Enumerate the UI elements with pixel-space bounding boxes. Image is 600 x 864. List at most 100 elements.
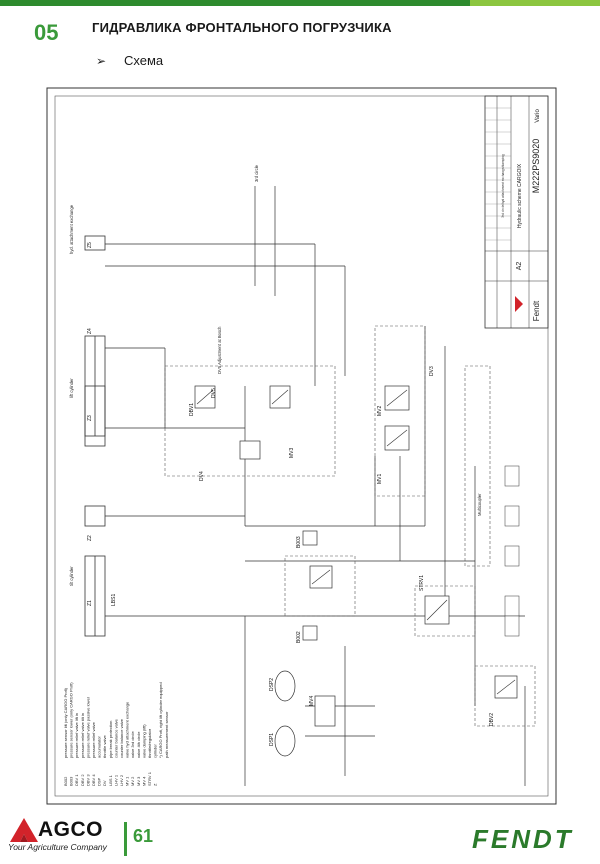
legend-desc: cylinder — [153, 744, 158, 758]
drawing-subtitle: 3rd circle/hyd attachment exchange/dampi… — [501, 154, 505, 218]
label-tilt-cylinder: tilt cylinder — [69, 566, 74, 586]
drawing-title: Hydraulic scheme CARGOIX — [517, 163, 523, 228]
label-mv4: MV4 — [309, 696, 315, 707]
dbv2-box — [474, 665, 536, 727]
legend-code: LBS 1 — [108, 774, 113, 786]
legend-code: MV 4 — [141, 776, 146, 786]
hydraulic-schematic: M222PS9020 Hydraulic scheme CARGOIX 3rd … — [46, 87, 557, 805]
label-lift-cylinder: lift cylinder — [69, 378, 74, 398]
legend-code: DBV 1 — [74, 774, 79, 786]
legend-code: Z — [153, 783, 158, 786]
legend-desc: pressure sensor lift (only CARGO Profi) — [63, 687, 68, 758]
legend-code: STRV 1 — [147, 771, 152, 786]
legend-desc: counter balance valve — [119, 718, 124, 758]
legend-code: DBV 3 — [85, 774, 90, 786]
footer-divider — [124, 822, 127, 856]
label-dbv2: DBV2 — [489, 713, 495, 726]
legend-code: DV — [102, 780, 107, 786]
sheet-size: A2 — [516, 262, 523, 271]
title-block: M222PS9020 Hydraulic scheme CARGOIX 3rd … — [484, 95, 549, 329]
legend-desc: pressure sensor lower (only CARGO Profi) — [69, 682, 74, 758]
legend: B002 pressure sensor lift (only CARGO Pro… — [63, 682, 169, 786]
section-number: 05 — [34, 20, 59, 45]
cylinders — [84, 235, 106, 637]
label-strv1: STRV1 — [419, 575, 425, 591]
accumulator-dsp1 — [274, 725, 296, 757]
accumulator-dsp2 — [274, 670, 296, 702]
fendt-logo: FENDT — [472, 824, 574, 854]
outer-frame — [46, 87, 557, 805]
sensors — [302, 530, 318, 641]
legend-desc: accumulator — [97, 736, 102, 758]
sensor-b003 — [302, 530, 318, 546]
label-b002: B002 — [296, 631, 302, 643]
legend-desc: path measurement sensor — [164, 711, 169, 758]
multicoupler-box — [464, 365, 491, 567]
legend-desc: valve 4th circle — [136, 731, 141, 758]
legend-desc: pressure relief valve lift in — [74, 713, 79, 758]
page-number: 61 — [133, 826, 154, 846]
drawing-number: M222PS9020 — [531, 139, 541, 194]
label-z4: Z4 — [87, 328, 93, 334]
legend-desc: counter balance valve — [113, 718, 118, 758]
legend-code: MV 1 — [125, 776, 130, 786]
label-z1: Z1 — [87, 600, 93, 606]
valve-groups — [164, 325, 536, 727]
valves — [194, 385, 518, 727]
legend-desc: pressure relief valve tilt in — [80, 713, 85, 758]
legend-desc: pressure relief valve passive lower — [85, 696, 90, 758]
agco-logo-icon — [10, 818, 38, 842]
label-dsp1: DSP1 — [269, 733, 275, 746]
label-mv3: MV3 — [289, 448, 295, 459]
label-dv5: DV5 — [211, 388, 217, 398]
label-third-circle: 3rd circle — [254, 164, 259, 182]
page-title: ГИДРАВЛИКА ФРОНТАЛЬНОГО ПОГРУЗЧИКА — [92, 20, 392, 35]
inner-frame — [54, 95, 549, 797]
label-dv3: DV3 — [429, 366, 435, 376]
legend-code: B002 — [63, 776, 68, 786]
legend-code: B003 — [69, 776, 74, 786]
top-accent-bar-light — [470, 0, 600, 6]
legend-code: DSP — [97, 777, 102, 786]
legend-desc: pipe break protection — [108, 721, 113, 758]
valve-mv4 — [314, 695, 336, 727]
label-z3: Z3 — [87, 415, 93, 421]
legend-code: DBV 4 — [91, 774, 96, 786]
label-b003: B003 — [296, 536, 302, 548]
legend-code: LHV 2 — [119, 774, 124, 786]
mv1-mv2-box — [374, 325, 426, 497]
label-mv1: MV1 — [377, 474, 383, 485]
label-z2: Z2 — [87, 535, 93, 541]
vario-label: Vario — [535, 109, 541, 123]
strv1-box — [414, 585, 476, 637]
couplers — [504, 465, 520, 637]
top-accent-bar — [0, 0, 600, 6]
label-hyd-attachment: hyd. attachment exchange — [69, 204, 74, 254]
sensor-b002 — [302, 625, 318, 641]
label-dsp2: DSP2 — [269, 678, 275, 691]
brand-small: Fendt — [532, 300, 541, 321]
agco-tagline: Your Agriculture Company — [8, 842, 107, 852]
legend-desc: throttle/regulator — [147, 728, 152, 758]
agco-mark-icon — [515, 296, 523, 312]
cylinder-z2 — [84, 505, 106, 527]
legend-desc: pressure relief valve — [91, 721, 96, 758]
legend-desc: valve damping (lift) — [141, 724, 146, 758]
label-dbv1: DBV1 — [189, 403, 195, 416]
label-dv5-adjust: DV5 Adjustment at Bosch — [217, 326, 222, 374]
label-dv4: DV4 — [199, 471, 205, 481]
b003-box — [284, 555, 356, 617]
subtitle: Схема — [124, 53, 164, 68]
legend-code: LHV 1 — [113, 774, 118, 786]
legend-code: MV 2 — [130, 776, 135, 786]
dv5-adjust-box — [164, 365, 336, 477]
valve-lhv — [239, 440, 261, 460]
bullet-arrow-icon: ➢ — [96, 54, 107, 68]
legend-code: DBV 2 — [80, 774, 85, 786]
accumulators — [274, 670, 296, 757]
legend-code: MV 3 — [136, 776, 141, 786]
label-z5: Z5 — [87, 242, 93, 248]
legend-desc: *) CARGO Profi, right lift cylinder equi… — [158, 682, 163, 758]
agco-wordmark: AGCO — [38, 818, 103, 841]
legend-desc: throttle valve — [102, 735, 107, 758]
